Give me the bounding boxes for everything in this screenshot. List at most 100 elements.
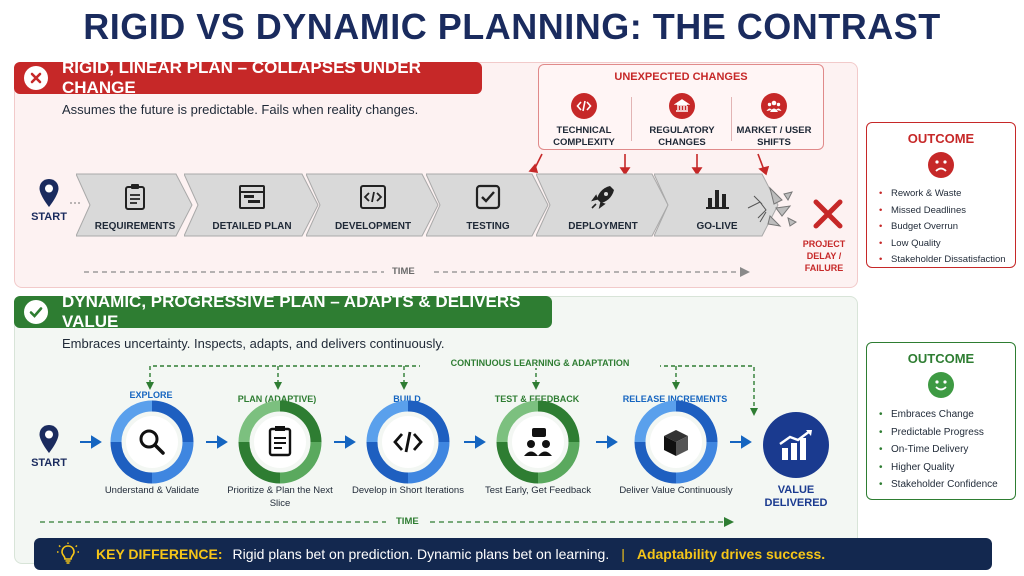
happy-face-icon: [928, 372, 954, 398]
change-market: MARKET / USER SHIFTS: [729, 93, 819, 149]
outcome-item: Higher Quality: [879, 459, 1015, 477]
gantt-icon: [239, 185, 265, 209]
stage-desc: Test Early, Get Feedback: [485, 485, 591, 496]
key-difference-bar: KEY DIFFERENCE: Rigid plans bet on predi…: [34, 538, 992, 570]
code-icon: [360, 185, 386, 209]
change-regulatory: REGULATORY CHANGES: [637, 93, 727, 149]
rigid-subtitle: Assumes the future is predictable. Fails…: [62, 102, 419, 117]
bar-chart-icon: [706, 190, 729, 209]
dynamic-outcome-list: Embraces Change Predictable Progress On-…: [867, 406, 1015, 494]
stage-desc: Develop in Short Iterations: [352, 485, 464, 496]
stage-desc: Prioritize & Plan the Next Slice: [227, 485, 333, 509]
outcome-item: Low Quality: [879, 236, 1015, 253]
dynamic-heading-text: DYNAMIC, PROGRESSIVE PLAN – ADAPTS & DEL…: [62, 292, 521, 331]
cycle-test: [496, 400, 580, 484]
stage-title: RELEASE INCREMENTS: [622, 394, 728, 404]
dynamic-subtitle: Embraces uncertainty. Inspects, adapts, …: [62, 336, 445, 351]
step-detailed-plan: DETAILED PLAN: [184, 172, 320, 238]
key-difference-separator: |: [621, 546, 625, 562]
value-delivered: VALUE DELIVERED: [760, 412, 832, 510]
stage-desc: Deliver Value Continuously: [619, 485, 733, 496]
outcome-item: Rework & Waste: [879, 186, 1015, 203]
change-arrows: [528, 153, 770, 176]
step-go-live: GO-LIVE: [654, 172, 780, 238]
sad-face-icon: [928, 152, 954, 178]
unexpected-changes-title: UNEXPECTED CHANGES: [614, 71, 748, 83]
divider: [731, 97, 732, 141]
rigid-time-label: TIME: [392, 266, 415, 277]
check-circle-icon: [24, 300, 48, 324]
start-label: START: [31, 457, 67, 469]
outcome-item: Predictable Progress: [879, 424, 1015, 442]
dashed-connector: [70, 202, 80, 204]
outcome-item: On-Time Delivery: [879, 441, 1015, 459]
rigid-heading: RIGID, LINEAR PLAN – COLLAPSES UNDER CHA…: [14, 58, 482, 97]
value-label: VALUE DELIVERED: [764, 484, 828, 509]
stage-title: EXPLORE: [129, 390, 173, 400]
cycle-plan: [238, 400, 322, 484]
dynamic-time-label: TIME: [396, 516, 419, 527]
x-circle-icon: [24, 66, 48, 90]
step-label: GO-LIVE: [696, 221, 738, 232]
rigid-start: START: [24, 178, 74, 223]
step-label: DEVELOPMENT: [334, 221, 412, 232]
growth-chart-icon: [763, 412, 829, 478]
change-technical: TECHNICAL COMPLEXITY: [539, 93, 629, 149]
bank-icon: [669, 93, 695, 119]
shatter-icon: [747, 186, 797, 227]
key-difference-highlight: Adaptability drives success.: [636, 546, 826, 562]
step-development: DEVELOPMENT: [306, 172, 440, 238]
clipboard-icon: [125, 184, 145, 210]
rigid-outcome-list: Rework & Waste Missed Deadlines Budget O…: [867, 186, 1015, 269]
stage-title: PLAN (ADAPTIVE): [237, 394, 317, 404]
rigid-time-axis: [84, 267, 750, 277]
box-icon: [664, 430, 688, 456]
change-label: MARKET / USER SHIFTS: [736, 125, 812, 148]
outcome-item: Stakeholder Dissatisfaction: [879, 252, 1015, 269]
rigid-outcome-title: OUTCOME: [907, 131, 975, 146]
cycle-explore: [110, 400, 194, 484]
location-pin-icon: [39, 425, 59, 453]
lightbulb-icon: [57, 542, 79, 564]
dynamic-outcome-title: OUTCOME: [907, 351, 975, 366]
rigid-outcome: OUTCOME Rework & Waste Missed Deadlines …: [866, 122, 1016, 268]
stage-desc: Understand & Validate: [104, 485, 200, 496]
step-label: DETAILED PLAN: [212, 221, 292, 232]
code-icon: [393, 431, 423, 453]
divider: [631, 97, 632, 141]
dynamic-time-axis: [40, 517, 734, 527]
step-testing: TESTING: [426, 172, 550, 238]
feedback-icon: [524, 428, 552, 456]
learning-loop: [146, 365, 758, 416]
search-icon: [139, 429, 165, 455]
loop-label: CONTINUOUS LEARNING & ADAPTATION: [420, 358, 660, 368]
dynamic-start: START: [24, 424, 74, 469]
stage-title: TEST & FEEDBACK: [494, 394, 580, 404]
change-label: REGULATORY CHANGES: [649, 125, 715, 148]
outcome-item: Embraces Change: [879, 406, 1015, 424]
dynamic-outcome: OUTCOME Embraces Change Predictable Prog…: [866, 342, 1016, 500]
step-label: DEPLOYMENT: [568, 221, 638, 232]
checkbox-icon: [475, 184, 501, 210]
outcome-item: Budget Overrun: [879, 219, 1015, 236]
failure-x-icon: [813, 199, 843, 229]
step-deployment: DEPLOYMENT: [536, 172, 670, 238]
step-requirements: REQUIREMENTS: [76, 172, 194, 238]
key-difference-label: KEY DIFFERENCE:: [96, 546, 223, 562]
location-pin-icon: [39, 179, 59, 207]
key-difference-text: Rigid plans bet on prediction. Dynamic p…: [232, 546, 610, 562]
failure-label: PROJECT DELAY / FAILURE: [802, 239, 846, 273]
stage-title: BUILD: [393, 394, 421, 404]
cycle-release: [634, 400, 718, 484]
page-title: RIGID VS DYNAMIC PLANNING: THE CONTRAST: [83, 6, 941, 47]
flow-arrows: [80, 435, 752, 449]
step-label: REQUIREMENTS: [94, 221, 176, 232]
users-icon: [761, 93, 787, 119]
step-label: TESTING: [466, 221, 510, 232]
code-icon: [571, 93, 597, 119]
rocket-icon: [591, 186, 614, 209]
outcome-item: Stakeholder Confidence: [879, 476, 1015, 494]
dynamic-heading: DYNAMIC, PROGRESSIVE PLAN – ADAPTS & DEL…: [14, 292, 552, 331]
change-label: TECHNICAL COMPLEXITY: [553, 125, 615, 148]
outcome-item: Missed Deadlines: [879, 203, 1015, 220]
